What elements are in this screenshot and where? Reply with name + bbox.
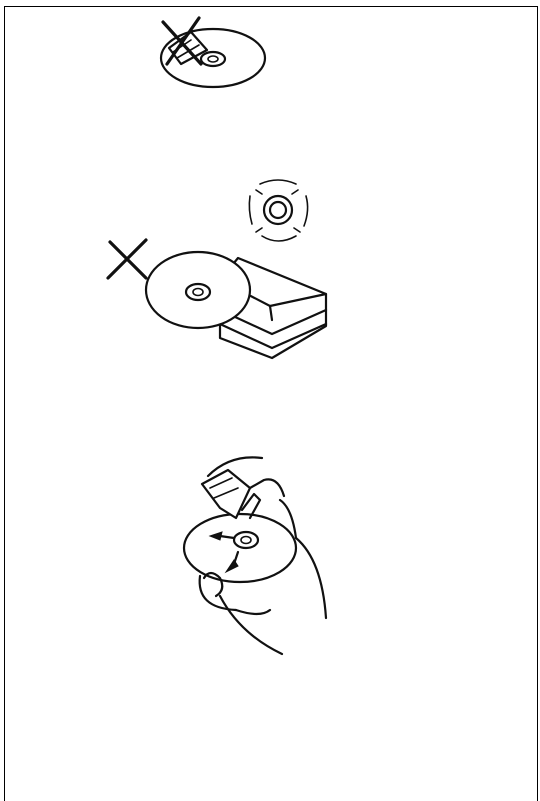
- page-frame: [4, 6, 538, 801]
- disc-heat-stack-cross-icon: [100, 170, 340, 370]
- disc-label-cross-icon: [155, 12, 275, 102]
- disc-cleaning-hand-icon: [180, 448, 350, 668]
- heat-icon: [249, 180, 307, 241]
